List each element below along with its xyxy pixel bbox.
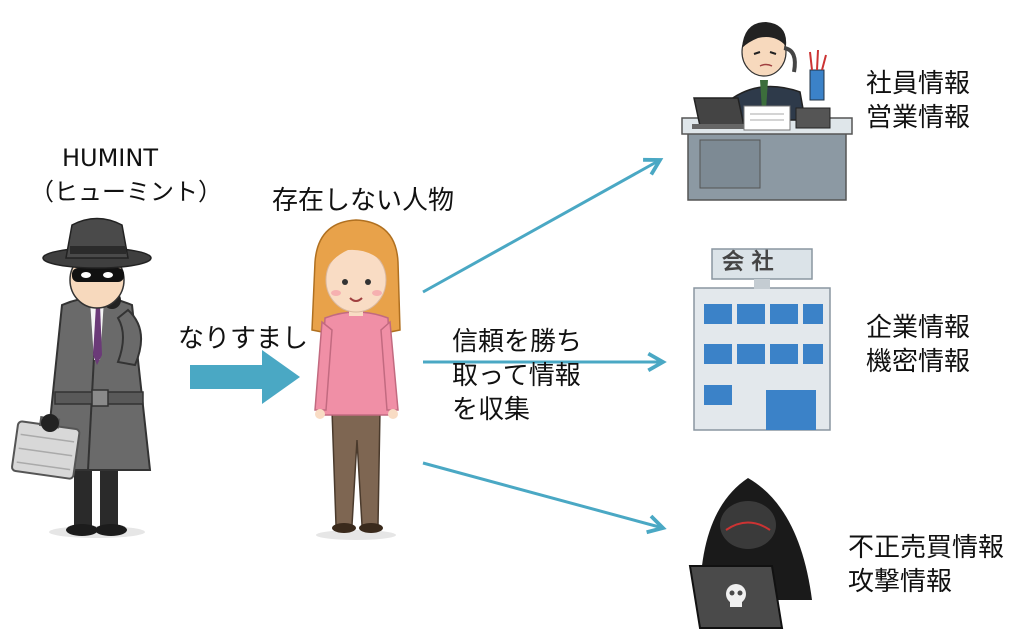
persona-illustration (312, 220, 400, 540)
darkweb-info-line-2: 攻撃情報 (848, 565, 1004, 599)
arrow-to-darkweb (423, 463, 663, 528)
company-info-line-1: 企業情報 (866, 311, 970, 345)
office-info-line-1: 社員情報 (866, 67, 970, 101)
spy-reading: （ヒューミント） (30, 175, 190, 209)
impersonation-arrow (190, 350, 300, 404)
darkweb-info-label: 不正売買情報 攻撃情報 (848, 531, 1004, 599)
action-line-1: 信頼を勝ち (452, 325, 582, 359)
action-label: 信頼を勝ち 取って情報 を収集 (452, 325, 582, 427)
office-info-label: 社員情報 営業情報 (866, 67, 970, 135)
hacker-illustration (690, 478, 812, 628)
arrow-to-office (423, 160, 660, 292)
persona-label: 存在しない人物 (272, 184, 454, 218)
spy-label: HUMINT （ヒューミント） (30, 141, 190, 209)
action-line-2: 取って情報 (452, 359, 582, 393)
spy-illustration (12, 219, 151, 539)
impersonate-label: なりすまし (178, 322, 308, 356)
company-info-line-2: 機密情報 (866, 345, 970, 379)
office-worker-illustration (682, 22, 852, 200)
darkweb-info-line-1: 不正売買情報 (848, 531, 1004, 565)
office-info-line-2: 営業情報 (866, 101, 970, 135)
company-info-label: 企業情報 機密情報 (866, 311, 970, 379)
action-line-3: を収集 (452, 393, 582, 427)
spy-title: HUMINT (30, 141, 190, 175)
company-sign: 会 社 (722, 246, 774, 280)
